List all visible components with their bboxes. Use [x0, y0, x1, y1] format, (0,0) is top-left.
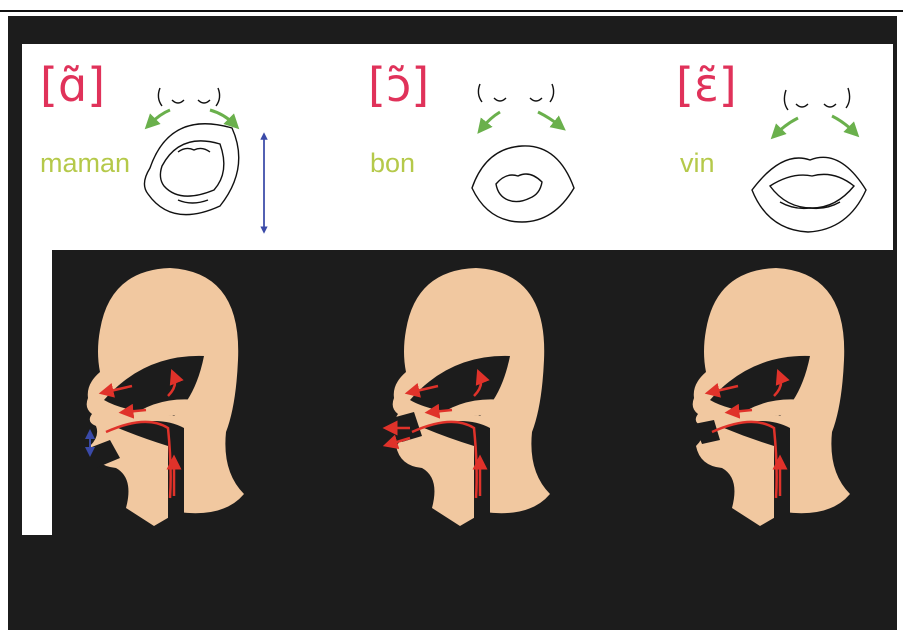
nose-arrow-icon [776, 116, 854, 134]
head-profile-icon [390, 268, 550, 526]
mouth-open-icon [144, 88, 238, 215]
mouth-round-icon [472, 84, 574, 222]
head-profile-icon [693, 268, 850, 526]
nose-arrow-icon [150, 110, 234, 124]
head-profile-icon [84, 268, 244, 526]
mouth-spread-icon [752, 88, 866, 232]
nose-arrow-icon [482, 112, 560, 128]
